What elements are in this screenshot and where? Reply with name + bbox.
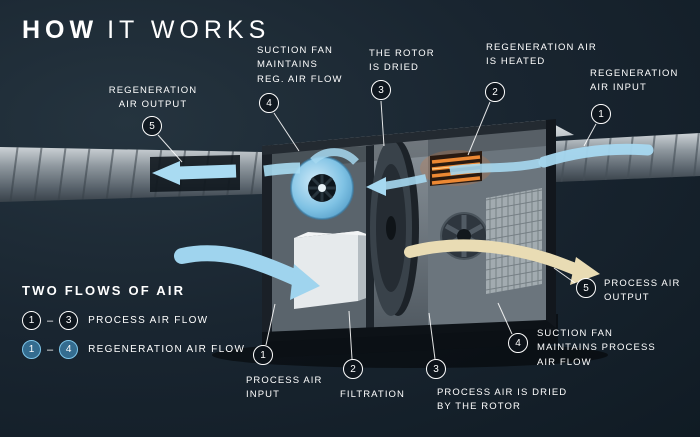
callout-badge-process-dried: 3 <box>426 359 446 379</box>
mesh-panel <box>486 188 542 294</box>
page-title: HOW IT WORKS <box>22 16 270 45</box>
callout-badge-filtration: 2 <box>343 359 363 379</box>
legend-label-process: PROCESS AIR FLOW <box>88 315 209 326</box>
air-flow-process-output <box>404 239 600 285</box>
callout-label-rotor-dried: THE ROTOR IS DRIED <box>369 48 435 74</box>
legend-row-process: 1 – 3 PROCESS AIR FLOW <box>22 311 245 330</box>
air-flow-regeneration <box>152 143 654 196</box>
legend-label-regeneration: REGENERATION AIR FLOW <box>88 344 246 355</box>
legend-badge-regen-from: 1 <box>22 340 41 359</box>
legend-dash-process: – <box>47 314 54 327</box>
callout-badge-suction-fan-process: 4 <box>508 333 528 353</box>
callout-badge-regen-input: 1 <box>591 104 611 124</box>
rotor <box>370 140 419 316</box>
legend-dash-regen: – <box>47 343 54 356</box>
legend-badge-process-from: 1 <box>22 311 41 330</box>
air-flow-process-input <box>174 245 320 300</box>
callout-label-suction-fan-process: SUCTION FAN MAINTAINS PROCESS AIR FLOW <box>537 328 656 368</box>
legend: TWO FLOWS OF AIR 1 – 3 PROCESS AIR FLOW … <box>22 283 245 369</box>
callout-label-regen-heated: REGENERATION AIR IS HEATED <box>486 42 597 68</box>
callout-badge-process-input: 1 <box>253 345 273 365</box>
legend-row-regeneration: 1 – 4 REGENERATION AIR FLOW <box>22 340 245 359</box>
process-fan <box>440 212 488 260</box>
title-light: IT WORKS <box>107 16 271 44</box>
legend-heading: TWO FLOWS OF AIR <box>22 283 186 298</box>
callout-badge-process-output: 5 <box>576 278 596 298</box>
title-bold: HOW <box>22 16 99 44</box>
callout-label-process-dried: PROCESS AIR IS DRIED BY THE ROTOR <box>437 387 568 413</box>
callout-label-regen-input: REGENERATION AIR INPUT <box>590 68 679 94</box>
filter-box <box>294 231 372 309</box>
cabinet-frame <box>262 119 556 342</box>
callout-badge-suction-fan-reg: 4 <box>259 93 279 113</box>
legend-badge-process-to: 3 <box>59 311 79 330</box>
callout-label-process-output: PROCESS AIR OUTPUT <box>604 278 681 304</box>
callout-badge-regeneration-air-output: 5 <box>142 116 162 136</box>
callout-badge-regen-heated: 2 <box>485 82 505 102</box>
callout-badge-rotor-dried: 3 <box>371 80 391 100</box>
callout-label-regeneration-air-output: REGENERATION AIR OUTPUT <box>108 85 198 111</box>
regeneration-fan <box>290 156 354 220</box>
leader-lines <box>157 100 597 360</box>
legend-badge-regen-to: 4 <box>59 340 79 359</box>
callout-label-process-input: PROCESS AIR INPUT <box>246 375 323 401</box>
callout-label-filtration: FILTRATION <box>340 389 406 400</box>
callout-label-suction-fan-reg: SUCTION FAN MAINTAINS REG. AIR FLOW <box>257 45 343 85</box>
